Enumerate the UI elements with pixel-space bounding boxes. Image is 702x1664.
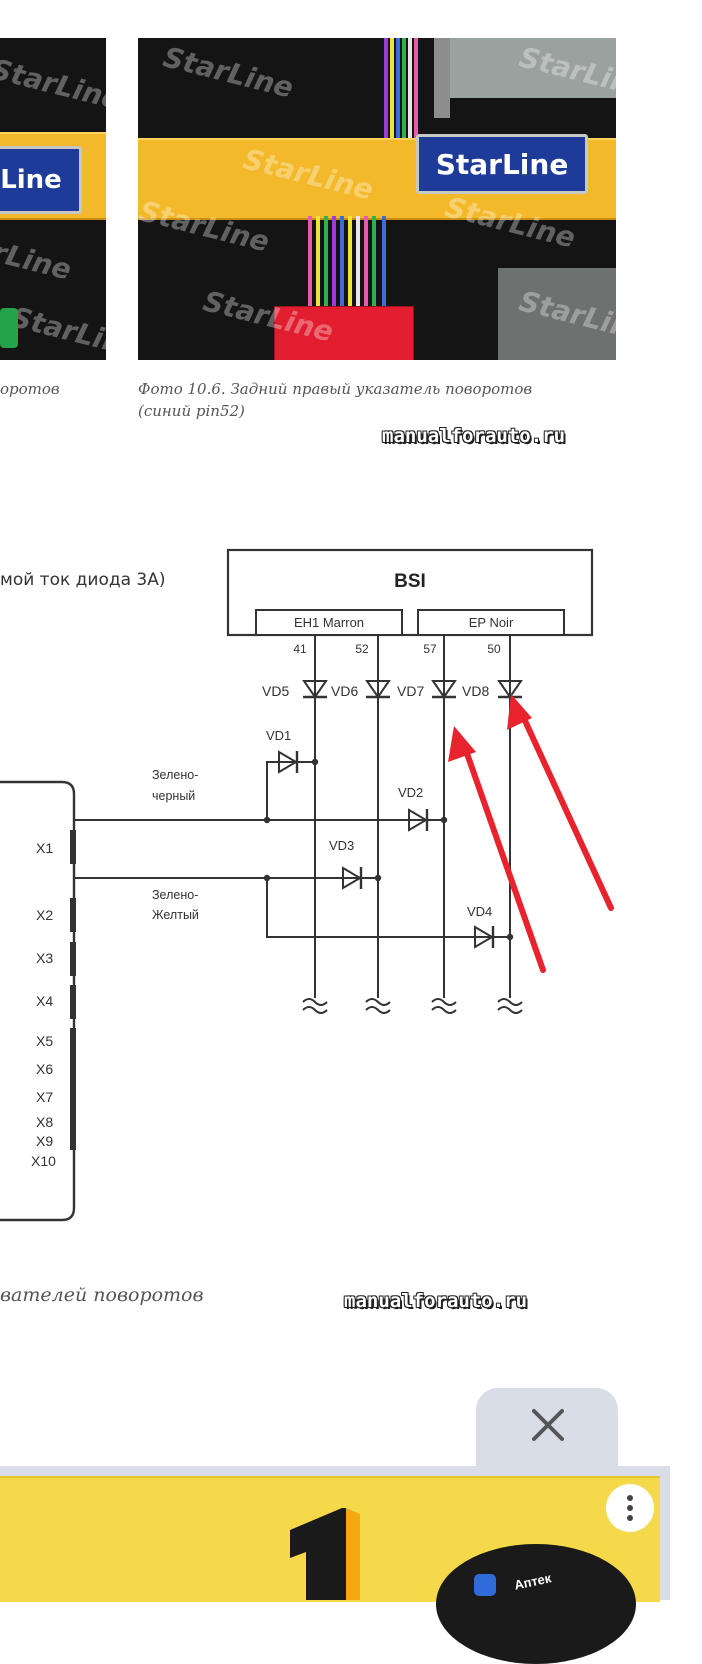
photo-left: Line StarLine StarLine StarLine <box>0 38 106 360</box>
label-vd6: VD6 <box>331 683 358 699</box>
wiring-schematic: BSI EH1 Marron EP Noir 41 52 57 50 VD5 V… <box>0 548 614 1222</box>
output-x6: X6 <box>36 1061 53 1077</box>
output-x8: X8 <box>36 1114 53 1130</box>
photo-left-green-part <box>0 308 18 348</box>
ad-menu-button[interactable] <box>606 1484 654 1532</box>
output-x7: X7 <box>36 1089 53 1105</box>
pin-52: 52 <box>355 642 369 656</box>
wire-blue-lower <box>340 216 344 316</box>
pin-50: 50 <box>487 642 501 656</box>
wire-label-green-yellow-1: Зелено- <box>152 888 198 902</box>
photo-right-logo: StarLine <box>416 134 588 194</box>
label-vd2: VD2 <box>398 785 423 800</box>
ad-pharmacy-badge <box>436 1544 636 1664</box>
connector-ep-label: EP Noir <box>469 615 514 630</box>
wire-label-green-yellow-2: Желтый <box>152 908 199 922</box>
output-x3: X3 <box>36 950 53 966</box>
ad-pharmacy-icon <box>474 1574 496 1596</box>
arrow-head-vd8 <box>507 694 532 730</box>
connector-ep <box>417 609 565 636</box>
signal-wires <box>74 761 510 938</box>
right-photo-caption: Фото 10.6. Задний правый указатель повор… <box>138 380 533 420</box>
brand-watermark-top: manualforauto.ru <box>382 425 566 447</box>
wire-yellow-lower <box>316 216 320 316</box>
wire-pink-lower <box>308 216 312 316</box>
wire-label-green-black-1: Зелено- <box>152 768 198 782</box>
output-x5: X5 <box>36 1033 53 1049</box>
break-symbol-1 <box>302 998 328 1014</box>
photo-right-upper-bg <box>438 38 616 98</box>
photo-right-red-connector <box>274 306 414 360</box>
ad-close-button[interactable] <box>520 1400 576 1450</box>
break-symbol-4 <box>497 998 523 1014</box>
left-photo-caption-fragment: оротов <box>0 380 60 398</box>
wire-pink-lower-2 <box>364 216 368 316</box>
schematic-caption-fragment: вателей поворотов <box>0 1284 204 1306</box>
more-icon <box>627 1495 633 1501</box>
label-vd1: VD1 <box>266 728 291 743</box>
arrow-head-vd7 <box>448 726 476 762</box>
wire-yellow-lower-2 <box>348 216 352 316</box>
pin-41: 41 <box>293 642 307 656</box>
photo-right: StarLine StarLine StarLine StarLine Star… <box>138 38 616 360</box>
bsi-title: BSI <box>394 571 426 592</box>
wire-green <box>402 38 406 148</box>
break-symbol-3 <box>431 998 457 1014</box>
photo-right-lower-bg <box>498 268 616 360</box>
wire-yellow <box>390 38 394 148</box>
intro-text-fragment: мой ток диода 3А) <box>0 570 166 590</box>
close-icon <box>532 1409 564 1441</box>
wire-white-lower <box>356 216 360 316</box>
output-x2: X2 <box>36 907 53 923</box>
output-x4: X4 <box>36 993 53 1009</box>
wire-blue <box>396 38 400 148</box>
junction-dots <box>263 758 514 941</box>
wire-green-lower <box>324 216 328 316</box>
label-vd5: VD5 <box>262 683 289 699</box>
output-x10: X10 <box>31 1153 56 1169</box>
wire-blue-lower-2 <box>382 216 386 316</box>
label-vd7: VD7 <box>397 683 424 699</box>
ad-close-tab <box>476 1388 618 1478</box>
break-symbol-2 <box>365 998 391 1014</box>
wire-purple <box>384 38 388 148</box>
label-vd4: VD4 <box>467 904 492 919</box>
pin-57: 57 <box>423 642 437 656</box>
wire-green-lower-2 <box>372 216 376 316</box>
wire-white <box>408 38 412 148</box>
label-vd3: VD3 <box>329 838 354 853</box>
brand-watermark-bottom: manualforauto.ru <box>344 1290 528 1312</box>
wire-gray-bundle <box>434 38 450 118</box>
module-output-marks <box>70 830 76 1150</box>
wire-pink <box>414 38 418 148</box>
connector-eh1 <box>255 609 403 636</box>
ad-big-digit <box>230 1500 380 1600</box>
output-x9: X9 <box>36 1133 53 1149</box>
photo-left-logo: Line <box>0 146 82 214</box>
wire-label-green-black-2: черный <box>152 789 195 803</box>
wire-purple-lower <box>332 216 336 316</box>
connector-eh1-label: EH1 Marron <box>294 615 364 630</box>
red-annotation-arrows <box>448 694 614 973</box>
output-x1: X1 <box>36 840 53 856</box>
label-vd8: VD8 <box>462 683 489 699</box>
